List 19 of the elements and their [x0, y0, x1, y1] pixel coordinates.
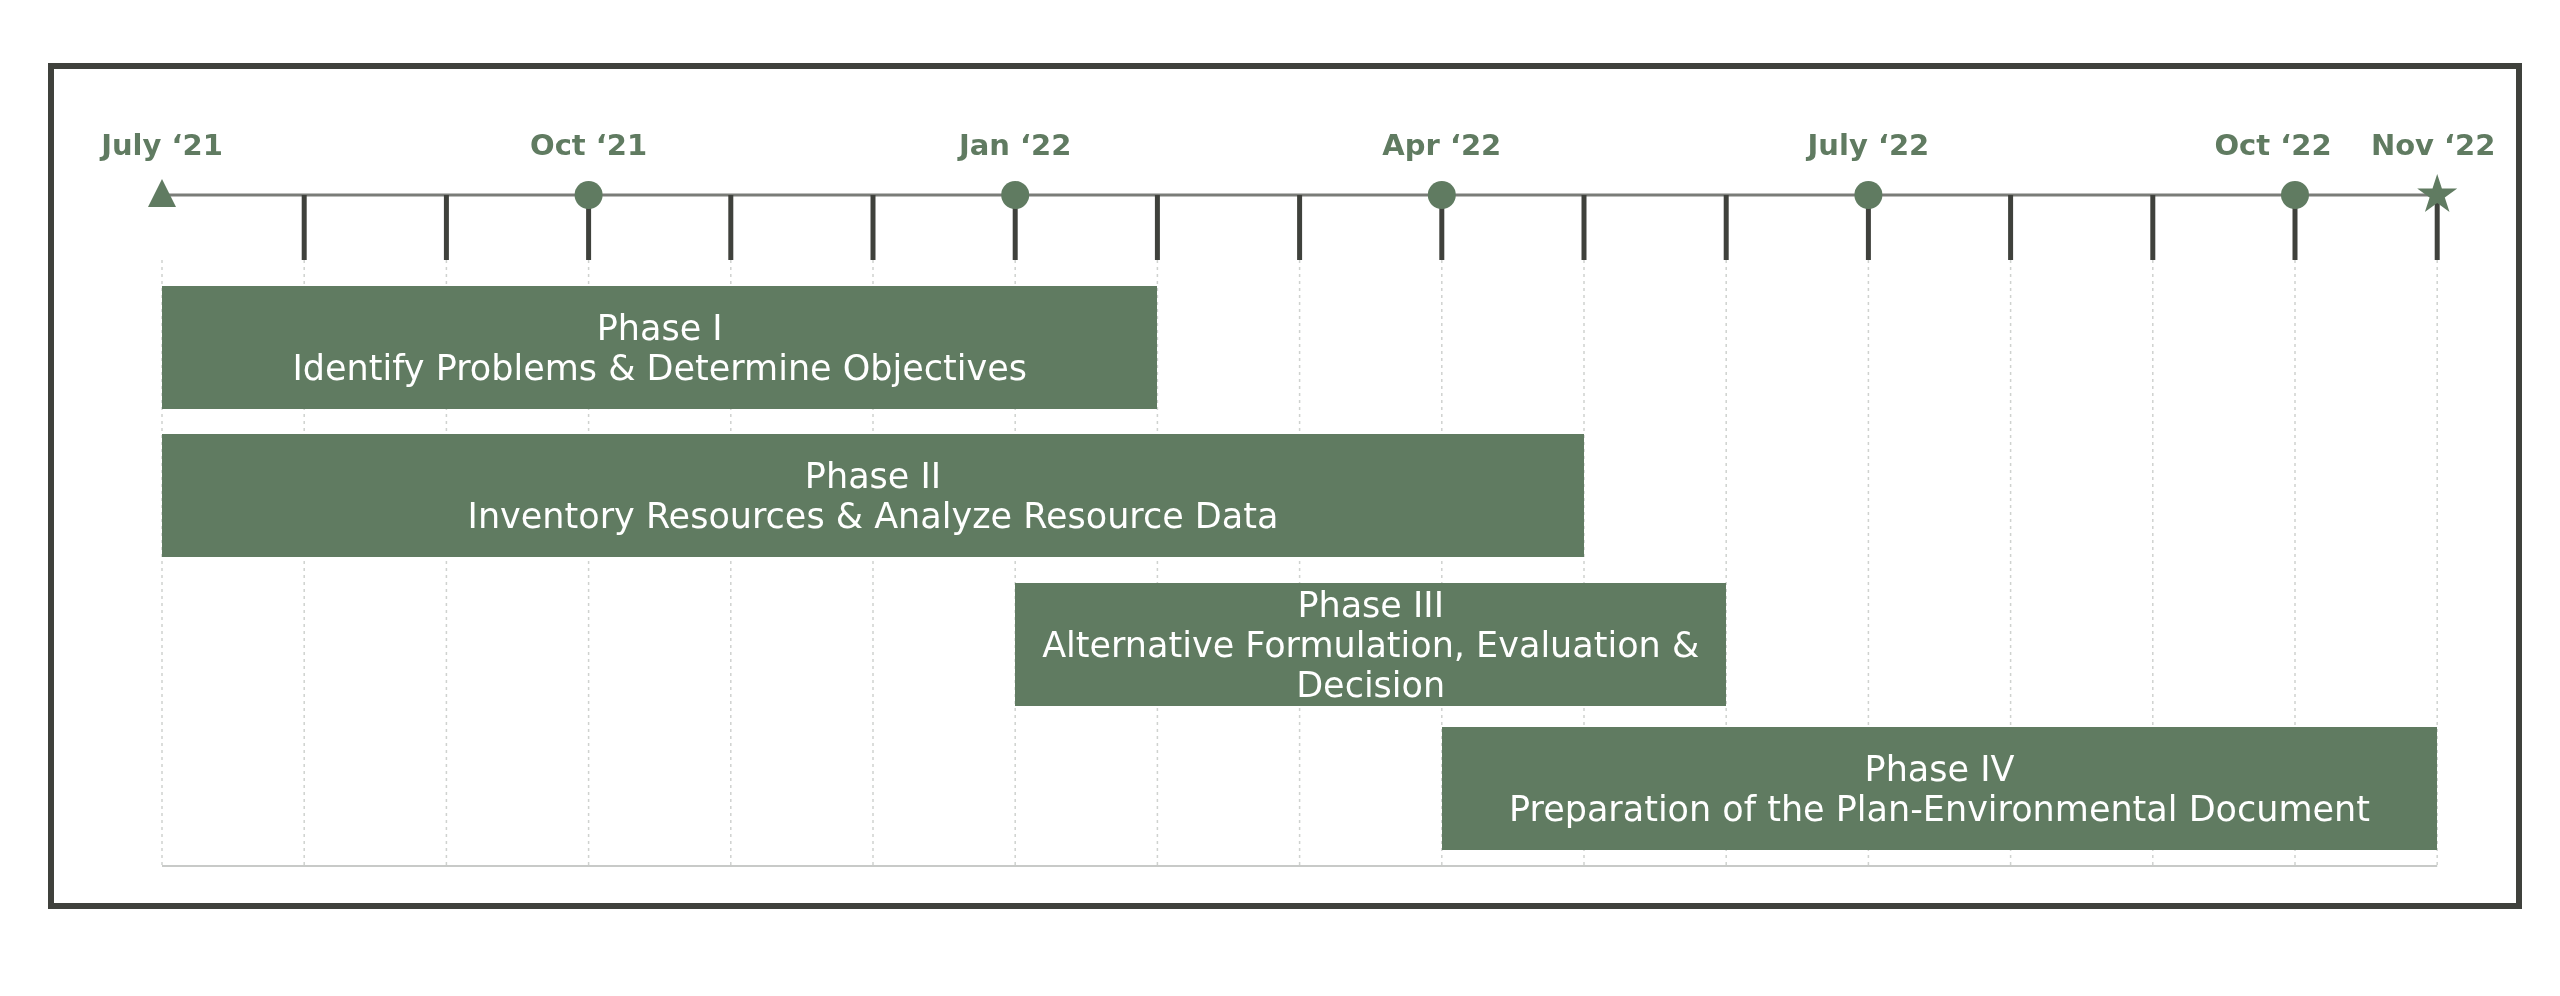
month-label: Apr ‘22	[1382, 128, 1502, 162]
month-label: Jan ‘22	[958, 128, 1072, 162]
month-label: Oct ‘21	[530, 128, 648, 162]
phase-bar	[162, 434, 1584, 557]
month-label: July ‘22	[1807, 128, 1930, 162]
phase-description: Alternative Formulation, Evaluation & Decision	[1041, 624, 1701, 705]
phase-heading: Phase I	[596, 307, 723, 348]
month-label: Nov ‘22	[2370, 128, 2496, 162]
month-label: July ‘21	[101, 128, 223, 162]
phase-bar	[1441, 727, 2438, 850]
phase-heading: Phase III	[1297, 584, 1444, 625]
phase-description: Preparation of the Plan-Environmental Document	[1509, 788, 2370, 829]
phase-bar	[162, 286, 1158, 409]
month-label: Oct ‘22	[2214, 128, 2332, 162]
phase-description: Identify Problems & Determine Objectives	[292, 347, 1027, 388]
phase-bar	[1015, 583, 1727, 706]
phase-heading: Phase II	[804, 455, 942, 496]
phase-heading: Phase IV	[1864, 748, 2015, 789]
phase-description: Inventory Resources & Analyze Resource Data	[467, 495, 1279, 536]
